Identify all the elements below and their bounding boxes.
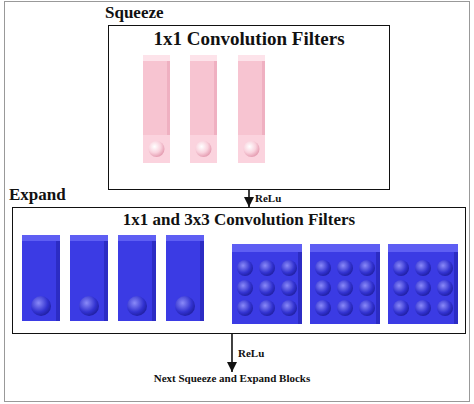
outer-frame [5, 2, 470, 402]
expand-filter-3x3 [232, 244, 302, 324]
expand-filter-1x1 [22, 235, 60, 321]
filter-group-box: Expand1x1 and 3x3 Convolution Filters [12, 207, 466, 334]
section-heading: Expand [9, 185, 66, 205]
expand-filter-3x3 [388, 244, 458, 324]
group-title: 1x1 and 3x3 Convolution Filters [119, 208, 359, 232]
expand-filter-1x1 [166, 235, 204, 321]
group-title: 1x1 Convolution Filters [149, 26, 348, 52]
activation-label: ReLu [237, 347, 265, 360]
squeeze-filter-1x1 [238, 55, 265, 163]
next-block-node: Next Squeeze and Expand Blocks [150, 372, 314, 387]
activation-label: ReLu [254, 192, 282, 205]
expand-filter-1x1 [70, 235, 108, 321]
expand-filter-1x1 [118, 235, 156, 321]
squeeze-filter-1x1 [190, 55, 217, 163]
next-block-text: Next Squeeze and Expand Blocks [152, 372, 312, 385]
relu-arrow [231, 334, 233, 372]
expand-filter-3x3 [310, 244, 380, 324]
filter-group-box: Squeeze1x1 Convolution Filters [108, 25, 390, 190]
squeeze-filter-1x1 [143, 55, 170, 163]
section-heading: Squeeze [105, 3, 164, 23]
relu-arrow [248, 190, 250, 207]
